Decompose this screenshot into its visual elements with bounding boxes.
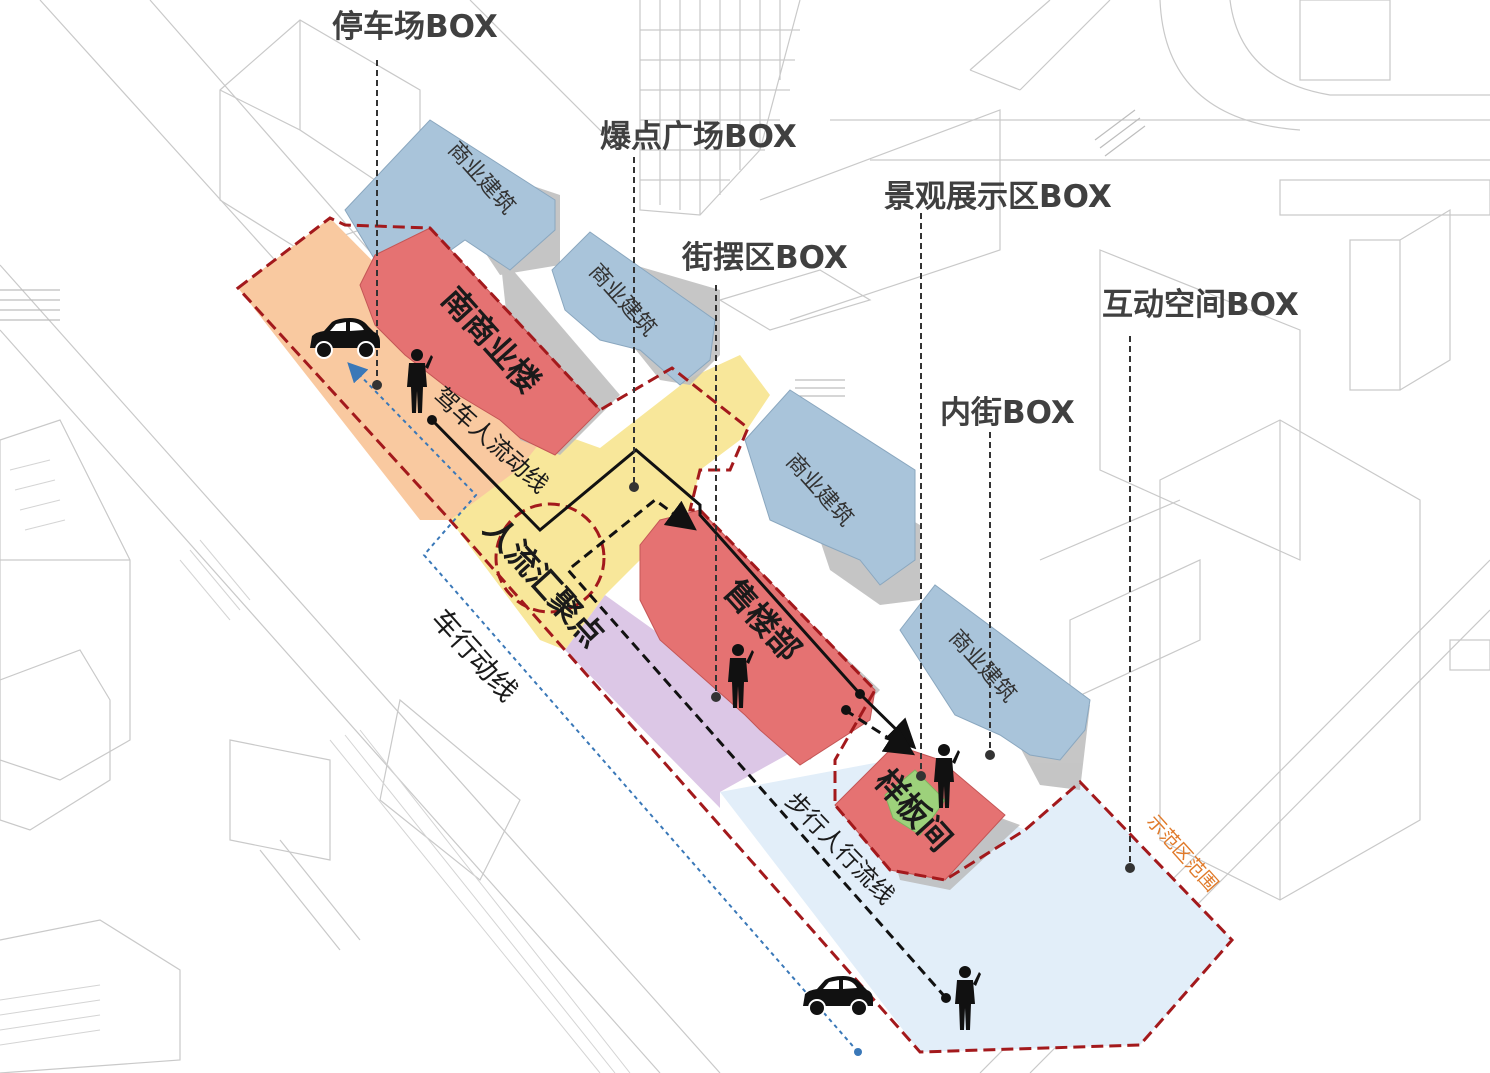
- commercial-building-3: 商业建筑: [744, 389, 916, 586]
- street-stall-box-label: 街摆区BOX: [681, 240, 848, 276]
- vehicle-flow-label: 车行动线: [425, 603, 524, 708]
- leader-lines: [376, 60, 1131, 868]
- leader-dots: [372, 380, 1135, 873]
- inner-street-box-label: 内街BOX: [940, 395, 1075, 431]
- plaza-zone: [450, 355, 770, 650]
- plaza-box-label: 爆点广场BOX: [600, 119, 797, 155]
- commercial-building-4: 商业建筑: [899, 584, 1091, 761]
- model-room-landscape: [884, 769, 946, 836]
- background-hatching: [0, 459, 631, 1073]
- interactive-zone: [720, 762, 1232, 1052]
- walking-pedestrian-flow-line: [565, 498, 948, 999]
- parking-box-label: 停车场BOX: [332, 9, 498, 45]
- vehicle-flow-line: [347, 362, 859, 1053]
- interactive-box-label: 互动空间BOX: [1102, 287, 1299, 323]
- crowd-gathering-circle: [494, 502, 606, 614]
- street-stall-zone: [565, 595, 810, 808]
- landscape-box-label: 景观展示区BOX: [884, 179, 1112, 215]
- demo-area-boundary: [235, 216, 1235, 1054]
- car-icon: [802, 975, 874, 1017]
